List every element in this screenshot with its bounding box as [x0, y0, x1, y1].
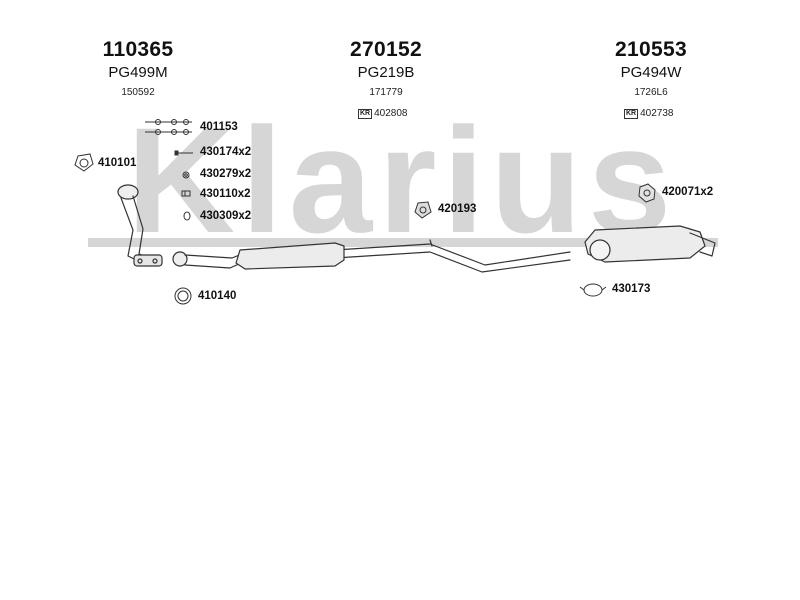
washer-icon: [183, 211, 191, 221]
fitting-label-430110: 430110x2: [200, 188, 251, 200]
ref-code-front: 150592: [121, 87, 155, 98]
kr-badge-icon: KR: [358, 108, 373, 119]
rear-silencer: [584, 225, 716, 263]
nut-icon: [181, 190, 191, 197]
part-number-middle: 270152: [350, 38, 422, 61]
fitting-label-430173: 430173: [612, 283, 651, 295]
fitting-label-410140: 410140: [198, 290, 237, 302]
fitting-label-430309: 430309x2: [200, 210, 252, 222]
fitting-label-401153: 401153: [200, 121, 238, 133]
rubber-mount-icon: [414, 201, 432, 219]
clamp-icon: [579, 283, 607, 297]
hex-mount-icon: [638, 183, 656, 203]
oem-code-middle: PG219B: [357, 64, 415, 81]
oem-code-rear: PG494W: [620, 64, 682, 81]
triangle-gasket-icon: [74, 153, 94, 172]
front-pipe: [117, 184, 163, 267]
bolt-set-icon: [145, 119, 192, 135]
middle-section: [172, 239, 571, 273]
fitting-label-410101: 410101: [98, 157, 137, 169]
fitting-label-430279: 430279x2: [200, 168, 252, 180]
kr-code: 402808: [374, 108, 408, 119]
ref-code-rear: 1726L6: [634, 87, 668, 98]
kr-code: 402738: [640, 108, 674, 119]
part-number-rear: 210553: [615, 38, 687, 61]
part-number-front: 110365: [102, 38, 174, 61]
fitting-label-420193: 420193: [438, 203, 477, 215]
bolt-icon: [174, 150, 193, 156]
ref-code-middle: 171779: [369, 87, 403, 98]
kr-ref-rear: KR 402738: [624, 108, 674, 119]
oem-code-front: PG499M: [108, 64, 168, 81]
kr-ref-middle: KR 402808: [358, 108, 408, 119]
fitting-label-420071: 420071x2: [662, 186, 714, 198]
ring-gasket-icon: [174, 287, 192, 305]
fitting-label-430174: 430174x2: [200, 146, 252, 158]
kr-badge-icon: KR: [624, 108, 639, 119]
spring-icon: [182, 171, 190, 179]
